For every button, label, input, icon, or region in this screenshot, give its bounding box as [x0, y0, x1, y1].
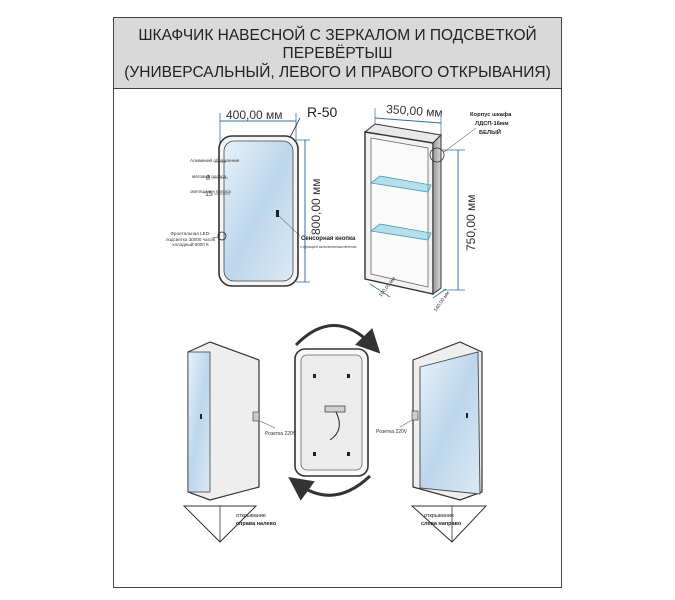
callout-8-note: матовый полоса — [192, 173, 227, 179]
title-header: ШКАФЧИК НАВЕСНОЙ С ЗЕРКАЛОМ И ПОДСВЕТКОЙ… — [114, 18, 561, 89]
left-socket-leader — [259, 420, 276, 429]
callout-led-box: Фронтальная LED-подсветка 30000 часов хо… — [165, 231, 216, 248]
mirror-glass — [223, 140, 294, 282]
led-detail-circle — [217, 231, 227, 241]
cabinet-side — [432, 133, 442, 295]
callout-8: 8 — [206, 175, 210, 182]
body-label-3: БЕЛЫЙ — [479, 128, 501, 136]
center-view — [288, 324, 381, 501]
sensor-title: Сенсорная кнопка — [301, 236, 356, 242]
depth-outer-label: 140,00 мм — [433, 290, 452, 313]
left-mirror-door — [187, 351, 211, 493]
left-socket-label: Розетка 220V — [265, 431, 297, 437]
right-caption-1: открывание — [424, 513, 454, 519]
title-line-3: (УНИВЕРСАЛЬНЫЙ, ЛЕВОГО И ПРАВОГО ОТКРЫВА… — [124, 64, 551, 81]
mount-hole-1 — [313, 374, 316, 378]
cabinet-width-label: 350,00 мм — [386, 102, 443, 120]
drawing-sheet: ШКАФЧИК НАВЕСНОЙ С ЗЕРКАЛОМ И ПОДСВЕТКОЙ… — [113, 17, 562, 588]
body-label-leader — [443, 127, 477, 153]
rotate-arrow-top — [294, 324, 381, 354]
right-caption-2: слева направо — [421, 521, 462, 527]
right-mirror-door — [419, 351, 481, 495]
cabinet-width-dimension — [374, 117, 442, 124]
rotate-arrow-bottom — [288, 474, 372, 501]
title-line-2: ПЕРЕВЁРТЫШ — [282, 45, 393, 62]
front-view: 400,00 мм R-50 800,00 мм Алюминий обрамл… — [165, 104, 357, 287]
callout-led: Фронтальная LED-подсветка 30000 часов хо… — [165, 231, 216, 248]
depth-outer-dimension — [432, 288, 447, 299]
mount-hole-2 — [347, 374, 350, 378]
left-open-view: Розетка 220V открывание справа налево — [182, 341, 297, 543]
callout-15: 15 — [205, 191, 213, 198]
right-open-view: Розетка 220V открывание слева направо — [376, 341, 488, 543]
sensor-leader — [278, 215, 301, 237]
glass-shelf-2 — [370, 223, 432, 241]
cabinet-view: 350,00 мм Корпус шкафа ЛДСП-16мм БЕЛЫЙ 7… — [363, 102, 512, 313]
right-opening-symbol — [410, 505, 488, 543]
cabinet-interior — [370, 137, 429, 288]
right-sensor — [466, 413, 468, 418]
body-detail-circle — [429, 147, 445, 163]
center-cable — [329, 411, 340, 441]
radius-label: R-50 — [307, 104, 338, 120]
right-socket-label: Розетка 220V — [376, 429, 408, 435]
center-socket — [324, 405, 346, 413]
cabinet-height-label: 750,00 мм — [464, 194, 478, 251]
mount-hole-3 — [313, 452, 316, 456]
body-label-1: Корпус шкафа — [470, 111, 512, 118]
sensor-button — [276, 210, 279, 217]
width-label: 400,00 мм — [226, 108, 283, 122]
right-socket-leader — [399, 419, 413, 428]
title-line-1: ШКАФЧИК НАВЕСНОЙ С ЗЕРКАЛОМ И ПОДСВЕТКОЙ — [138, 27, 537, 44]
left-sensor — [200, 414, 202, 419]
sensor-note: с функцией включения/выключения — [300, 245, 357, 249]
left-caption-2: справа налево — [236, 521, 277, 527]
depth-inner-dimension — [369, 283, 391, 298]
callout-15-note: светящаяся полоса — [190, 189, 231, 194]
right-socket — [411, 410, 419, 421]
mount-hole-4 — [347, 452, 350, 456]
left-caption-1: открывание — [236, 513, 266, 519]
body-label-2: ЛДСП-16мм — [475, 121, 509, 127]
center-cabinet-back — [300, 354, 363, 471]
glass-shelf-1 — [370, 175, 432, 193]
left-socket — [252, 411, 260, 422]
callout-aluminium: Алюминий обрамление — [190, 157, 240, 163]
callout-led-leader — [211, 236, 220, 239]
height-label: 800,00 мм — [309, 178, 323, 235]
